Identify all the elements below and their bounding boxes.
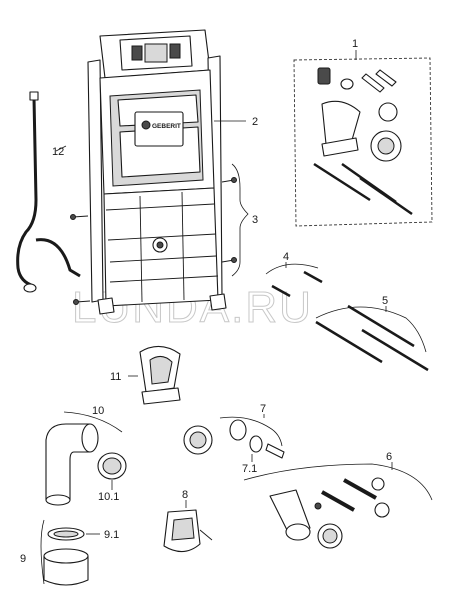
part-5-threaded-rods: [315, 304, 429, 372]
wall-screw: [73, 299, 91, 305]
callout-9: 9: [20, 553, 26, 565]
installation-frame: GEBERIT: [70, 29, 237, 315]
part-11-bend-holder: [139, 345, 181, 405]
callout-11: 11: [110, 371, 121, 383]
part-7-connector-kit: [183, 419, 285, 459]
callout-10: 10: [92, 405, 104, 417]
part-4-screws: [271, 270, 323, 298]
callout-5: 5: [382, 295, 388, 307]
wall-screw: [221, 257, 237, 263]
part-9-connector-sleeve: [43, 527, 89, 586]
callout-1: 1: [352, 38, 358, 50]
wall-screw: [221, 177, 237, 183]
callout-8: 8: [182, 489, 188, 501]
wall-screw: [70, 214, 89, 220]
callout-6: 6: [386, 451, 392, 463]
callout-10-1: 10.1: [98, 491, 119, 503]
part-6-flush-kit: [269, 477, 390, 549]
part-8-holder: [163, 509, 213, 553]
part-12-flush-hose: [16, 91, 81, 293]
part-10-pan-connector-bend: [45, 423, 127, 506]
callout-7: 7: [260, 403, 266, 415]
callout-9-1: 9.1: [104, 529, 119, 541]
part-1-accessory-kit: [293, 57, 433, 227]
callout-12: 12: [52, 146, 64, 158]
callout-4: 4: [283, 251, 289, 263]
callout-3: 3: [252, 214, 258, 226]
leader-lines: [40, 50, 433, 585]
callout-2: 2: [252, 116, 258, 128]
callout-7-1: 7.1: [242, 463, 257, 475]
geberit-logo: GEBERIT: [152, 123, 181, 130]
